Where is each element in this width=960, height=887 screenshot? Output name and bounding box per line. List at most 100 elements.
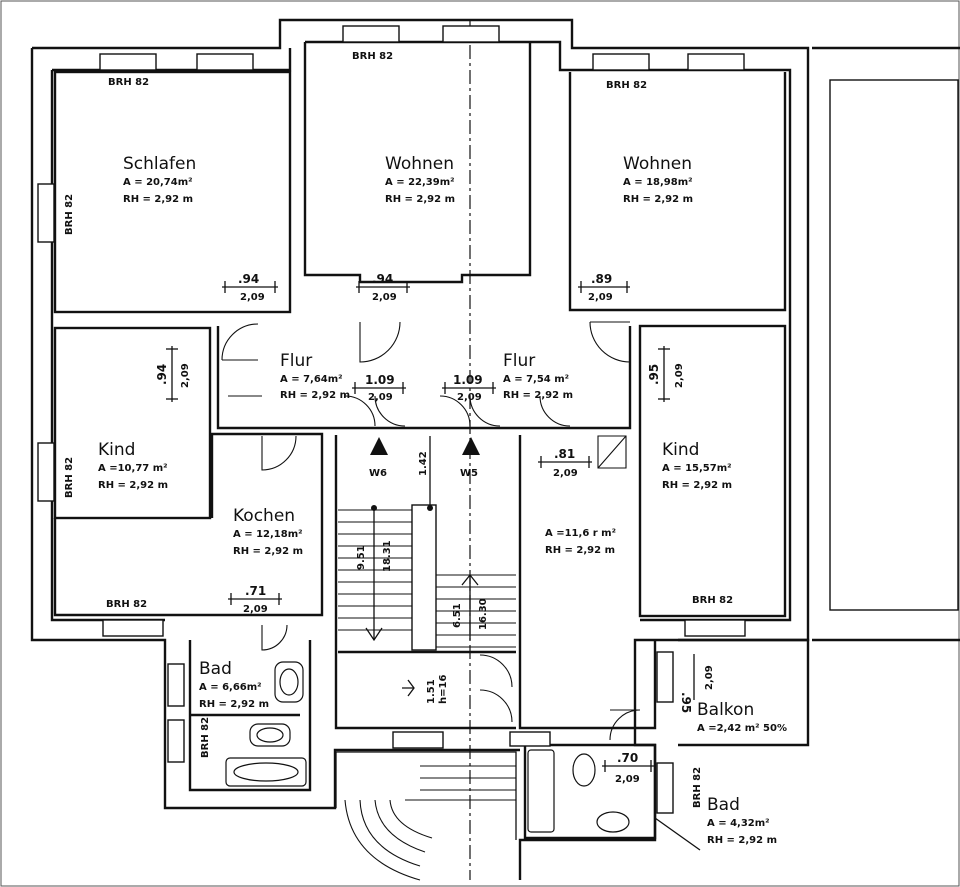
stair-dimension: 18.31 bbox=[382, 540, 393, 572]
door-width: .70 bbox=[617, 751, 638, 765]
door-width: .81 bbox=[554, 447, 575, 461]
parapet-label: BRH 82 bbox=[64, 194, 75, 235]
room-area: A = 7,64m² bbox=[280, 374, 343, 385]
stair-dimension: h=16 bbox=[438, 675, 449, 704]
door-height: 2,09 bbox=[615, 774, 640, 785]
door-dim: .94 2,09 bbox=[222, 272, 278, 303]
room-name: Bad bbox=[707, 795, 740, 815]
door-height: 2,09 bbox=[368, 392, 393, 403]
parapet-labels: BRH 82 BRH 82 BRH 82 BRH 82 BRH 82 BRH 8… bbox=[64, 51, 733, 808]
door-dim: .81 2,09 bbox=[538, 447, 592, 479]
door-dim: .95 2,09 bbox=[679, 654, 715, 713]
room-kind-right: Kind A = 15,57m² RH = 2,92 m bbox=[662, 440, 732, 491]
room-name: Wohnen bbox=[385, 154, 454, 174]
room-area: A = 7,54 m² bbox=[503, 374, 569, 385]
room-area: A =10,77 m² bbox=[98, 463, 168, 474]
room-area: A =11,6 r m² bbox=[545, 528, 616, 539]
door-width: .94 bbox=[238, 272, 259, 286]
room-height: RH = 2,92 m bbox=[707, 835, 777, 846]
door-swings bbox=[221, 321, 641, 741]
room-balkon: Balkon A =2,42 m² 50% bbox=[697, 700, 787, 734]
room-area: A = 20,74m² bbox=[123, 177, 193, 188]
parapet-label: BRH 82 bbox=[108, 77, 149, 88]
room-name: Kind bbox=[662, 440, 699, 460]
door-dim: .94 2,09 bbox=[155, 346, 191, 402]
room-wohnen-left: Wohnen A = 22,39m² RH = 2,92 m bbox=[385, 154, 455, 205]
stair-annotations: W6 W5 1.42 9.51 18.31 6.51 16.30 1.51 h=… bbox=[356, 451, 489, 704]
room-area: A =2,42 m² 50% bbox=[697, 723, 787, 734]
room-height: RH = 2,92 m bbox=[98, 480, 168, 491]
room-unnamed-center-right: A =11,6 r m² RH = 2,92 m bbox=[545, 528, 616, 556]
door-dim: 1.09 2,09 bbox=[352, 373, 406, 403]
stair-dimension: 1.42 bbox=[418, 451, 429, 476]
door-dim: .89 2,09 bbox=[578, 272, 630, 303]
sanitary-fixtures bbox=[225, 661, 701, 851]
room-schlafen: Schlafen A = 20,74m² RH = 2,92 m bbox=[123, 154, 196, 205]
room-height: RH = 2,92 m bbox=[545, 545, 615, 556]
room-flur-left: Flur A = 7,64m² RH = 2,92 m bbox=[280, 351, 350, 401]
room-name: Wohnen bbox=[623, 154, 692, 174]
room-height: RH = 2,92 m bbox=[503, 390, 573, 401]
door-height: 2,09 bbox=[588, 292, 613, 303]
parapet-label: BRH 82 bbox=[64, 457, 75, 498]
room-height: RH = 2,92 m bbox=[385, 194, 455, 205]
room-height: RH = 2,92 m bbox=[280, 390, 350, 401]
room-height: RH = 2,92 m bbox=[199, 699, 269, 710]
stair-dimension: 16.30 bbox=[478, 598, 489, 630]
room-labels: Schlafen A = 20,74m² RH = 2,92 m Wohnen … bbox=[98, 154, 787, 846]
parapet-label: BRH 82 bbox=[352, 51, 393, 62]
door-width: 1.09 bbox=[453, 373, 483, 387]
room-area: A = 18,98m² bbox=[623, 177, 693, 188]
door-width: .94 bbox=[155, 364, 169, 385]
door-dim: .95 2,09 bbox=[647, 346, 685, 402]
room-name: Balkon bbox=[697, 700, 754, 720]
parapet-label: BRH 82 bbox=[200, 717, 211, 758]
door-dimensions: .94 2,09 .94 2,09 .89 2,09 .94 2,09 1.09… bbox=[155, 272, 715, 785]
stair-dimension: 1.51 bbox=[426, 679, 437, 704]
door-height: 2,09 bbox=[674, 363, 685, 388]
room-name: Flur bbox=[503, 351, 535, 371]
room-area: A = 12,18m² bbox=[233, 529, 303, 540]
room-area: A = 6,66m² bbox=[199, 682, 262, 693]
stair-marker-label: W6 bbox=[369, 468, 387, 479]
stair-dimension: 6.51 bbox=[452, 603, 463, 628]
room-height: RH = 2,92 m bbox=[623, 194, 693, 205]
door-height: 2,09 bbox=[240, 292, 265, 303]
room-height: RH = 2,92 m bbox=[233, 546, 303, 557]
room-area: A = 15,57m² bbox=[662, 463, 732, 474]
room-kochen: Kochen A = 12,18m² RH = 2,92 m bbox=[233, 506, 303, 557]
room-kind-left: Kind A =10,77 m² RH = 2,92 m bbox=[98, 440, 168, 491]
parapet-label: BRH 82 bbox=[692, 595, 733, 606]
room-name: Bad bbox=[199, 659, 232, 679]
partitions bbox=[53, 42, 810, 840]
door-height: 2,09 bbox=[180, 363, 191, 388]
room-height: RH = 2,92 m bbox=[123, 194, 193, 205]
door-dim: .94 2,09 bbox=[356, 272, 410, 303]
stair-marker-label: W5 bbox=[460, 468, 478, 479]
door-height: 2,09 bbox=[457, 392, 482, 403]
room-flur-right: Flur A = 7,54 m² RH = 2,92 m bbox=[503, 351, 573, 401]
parapet-label: BRH 82 bbox=[606, 80, 647, 91]
parapet-label: BRH 82 bbox=[106, 599, 147, 610]
stairs bbox=[335, 436, 517, 881]
door-width: .94 bbox=[372, 272, 393, 286]
door-height: 2,09 bbox=[372, 292, 397, 303]
door-width: 1.09 bbox=[365, 373, 395, 387]
door-dim: 1.09 2,09 bbox=[442, 373, 496, 403]
door-width: .89 bbox=[591, 272, 612, 286]
room-name: Flur bbox=[280, 351, 312, 371]
room-area: A = 22,39m² bbox=[385, 177, 455, 188]
windows bbox=[37, 25, 746, 814]
room-height: RH = 2,92 m bbox=[662, 480, 732, 491]
parapet-label: BRH 82 bbox=[692, 767, 703, 808]
room-bad-left: Bad A = 6,66m² RH = 2,92 m bbox=[199, 659, 269, 710]
door-dim: .71 2,09 bbox=[228, 584, 282, 615]
door-width: .95 bbox=[647, 364, 661, 385]
room-name: Schlafen bbox=[123, 154, 196, 174]
room-wohnen-right: Wohnen A = 18,98m² RH = 2,92 m bbox=[623, 154, 693, 205]
room-area: A = 4,32m² bbox=[707, 818, 770, 829]
door-width: .71 bbox=[245, 584, 266, 598]
door-height: 2,09 bbox=[243, 604, 268, 615]
